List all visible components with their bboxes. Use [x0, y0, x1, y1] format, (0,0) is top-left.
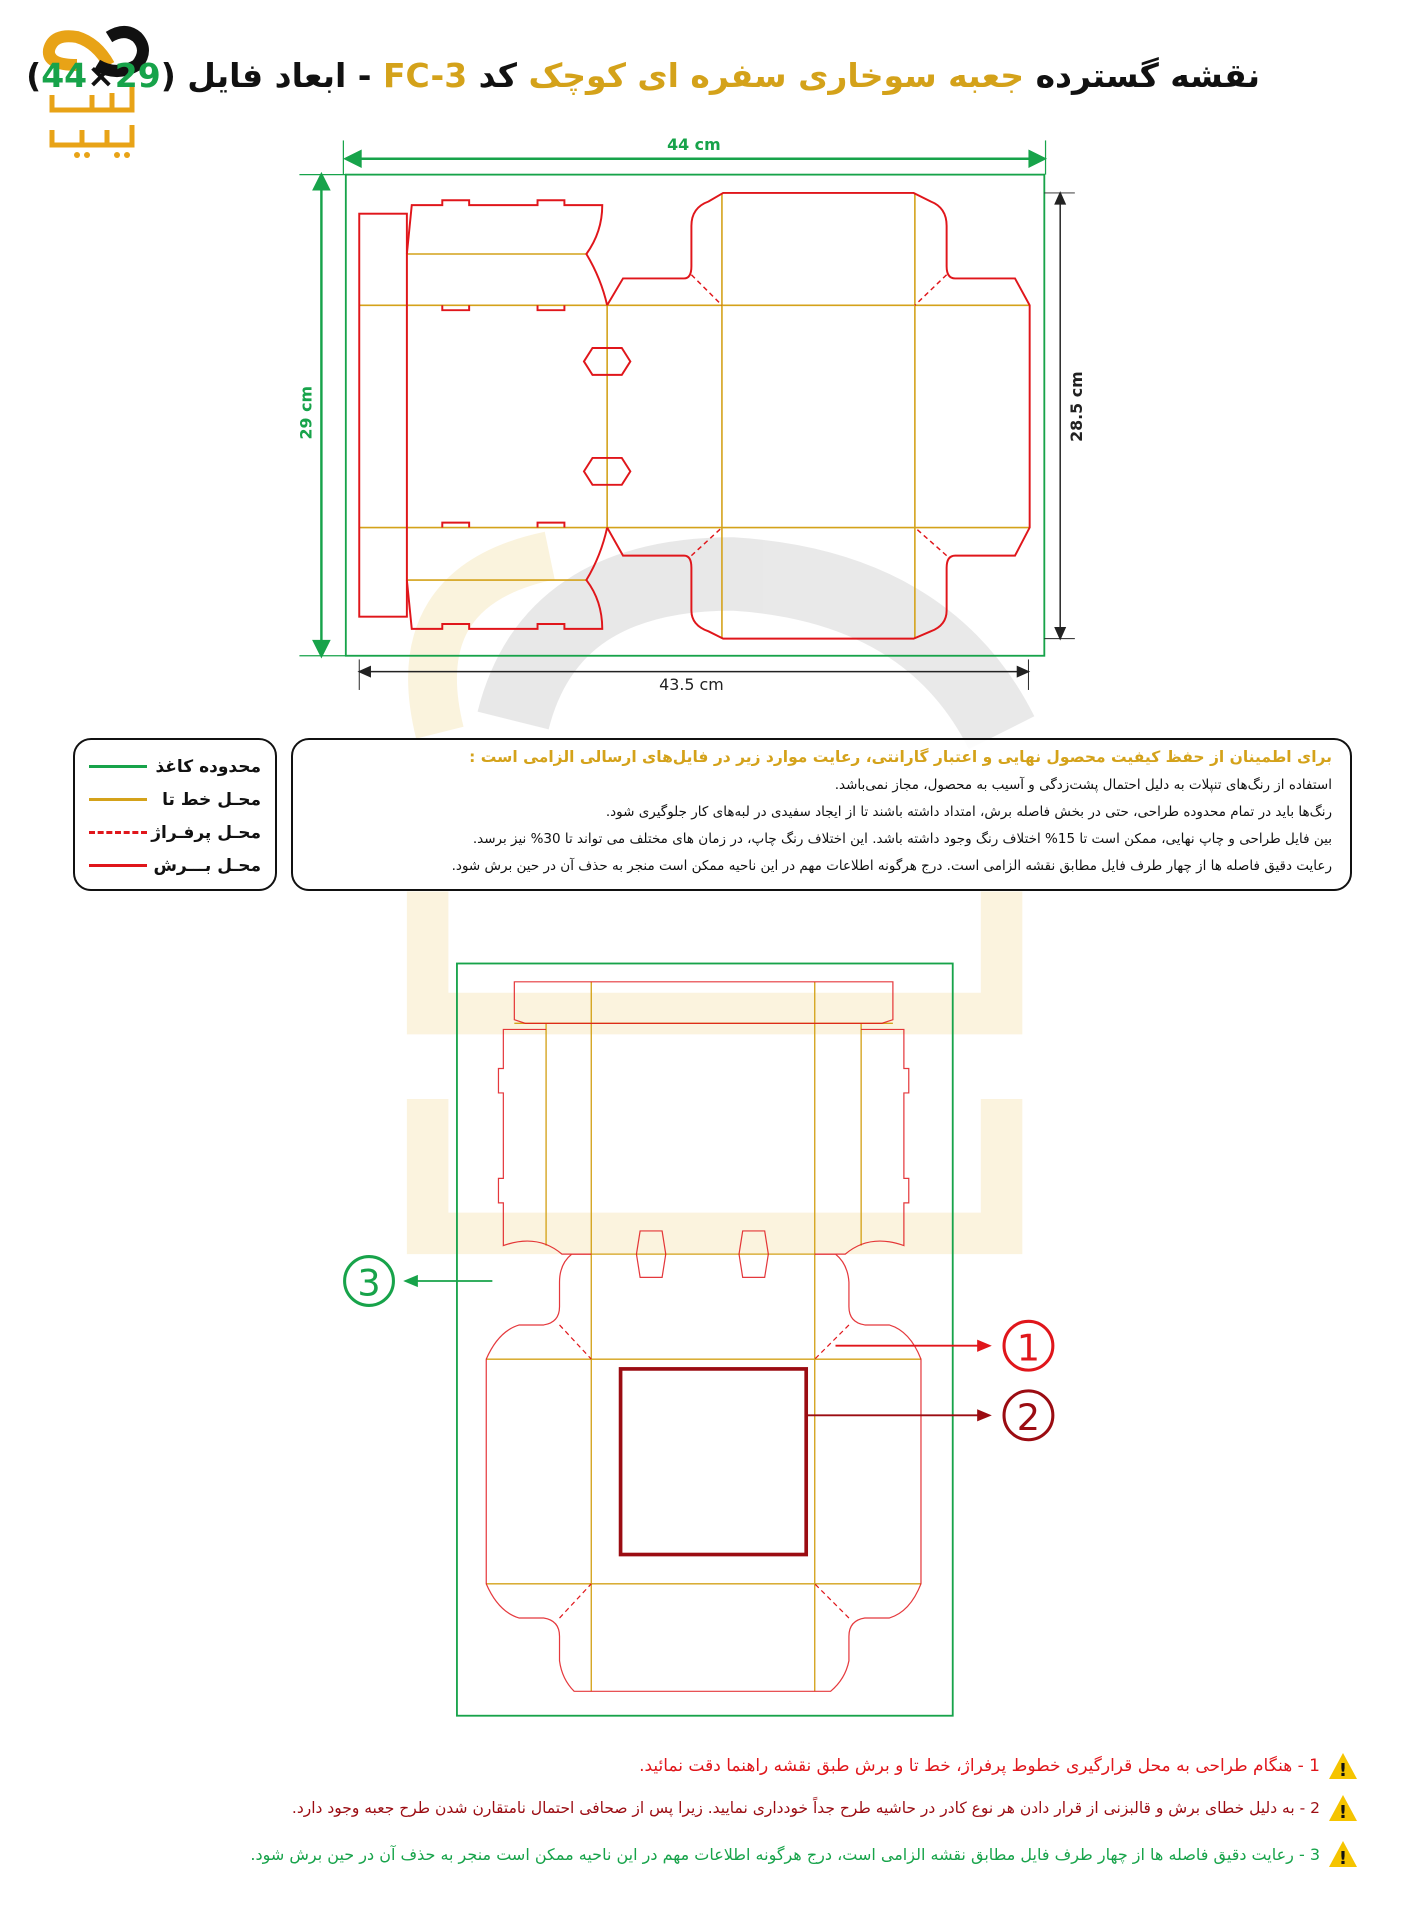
top-diagram: 44 cm 29 cm 28.5 cm 43.5 cm — [297, 135, 1087, 694]
brand-logo — [42, 26, 149, 158]
bottom-note-1: ! 1 - هنگام طراحی به محل قرارگیری خطوط پ… — [639, 1752, 1358, 1780]
watermark-logo — [406, 531, 1035, 1255]
title-dims-label: - ابعاد فایل ( — [160, 56, 372, 95]
callout-number-1: 1 — [1017, 1326, 1040, 1369]
title-product: جعبه سوخاری سفره ای کوچک — [528, 56, 1025, 95]
cut-lines — [358, 191, 1031, 640]
svg-text:!: ! — [1339, 1848, 1347, 1868]
legend-label: محـل خط تا — [162, 789, 261, 810]
requirements-box: برای اطمینان از حفظ کیفیت محصول نهایی و … — [291, 738, 1352, 891]
legend-swatch — [89, 798, 147, 801]
warning-icon: ! — [1329, 1841, 1357, 1868]
legend-label: محـل بـــرش — [153, 855, 261, 876]
dim-top-label: 44 cm — [667, 135, 721, 154]
dimension-arrows — [299, 140, 1048, 659]
legend-item-paper: محدوده کاغذ — [89, 750, 261, 783]
dim-right-label: 28.5 cm — [1067, 371, 1086, 442]
legend: محدوده کاغذ محـل خط تا محـل پرفـراژ محـل… — [73, 738, 277, 891]
dim-bottom-label: 43.5 cm — [659, 675, 724, 694]
bottom-note-3: ! 3 - رعایت دقیق فاصله ها از چهار طرف فا… — [250, 1840, 1358, 1868]
dim-width: 44 — [41, 56, 88, 95]
title-code-label: کد — [478, 56, 517, 95]
warning-icon: ! — [1329, 1753, 1357, 1780]
legend-item-perforation: محـل پرفـراژ — [89, 816, 261, 849]
perforation-lines — [690, 274, 948, 557]
callout-number-3: 3 — [357, 1262, 380, 1305]
title-dims: 44×29 — [41, 56, 161, 95]
page-title: نقشه گسترده جعبه سوخاری سفره ای کوچک کد … — [26, 56, 1260, 95]
legend-swatch — [89, 864, 147, 867]
title-text: نقشه گسترده — [1035, 56, 1260, 95]
legend-item-cut: محـل بـــرش — [89, 849, 261, 882]
fold-lines-bottom — [486, 981, 921, 1692]
legend-label: محدوده کاغذ — [155, 756, 261, 777]
title-code: FC-3 — [382, 56, 468, 95]
dim-times: × — [87, 56, 115, 95]
legend-label: محـل پرفـراژ — [151, 822, 261, 843]
bottom-note-2: ! 2 - به دلیل خطای برش و قالبزنی از قرار… — [292, 1794, 1358, 1822]
warning-icon: ! — [1329, 1795, 1357, 1822]
requirements-heading: برای اطمینان از حفظ کیفیت محصول نهایی و … — [469, 748, 1332, 766]
bottom-note-text: 3 - رعایت دقیق فاصله ها از چهار طرف فایل… — [250, 1844, 1320, 1864]
legend-swatch — [89, 831, 147, 834]
dim-left-label: 29 cm — [297, 386, 316, 440]
inner-frame-example — [618, 1367, 809, 1557]
callout-number-2: 2 — [1017, 1396, 1040, 1439]
requirement-line: استفاده از رنگ‌های تنپلات به دلیل احتمال… — [834, 777, 1332, 793]
callout-3: 3 — [343, 1255, 493, 1307]
requirement-line: بین فایل طراحی و چاپ نهایی، ممکن است تا … — [472, 831, 1332, 847]
svg-text:!: ! — [1339, 1760, 1347, 1780]
cut-lines-bottom — [485, 981, 922, 1692]
callout-1: 1 — [835, 1319, 1055, 1372]
legend-swatch — [89, 765, 147, 768]
svg-text:!: ! — [1339, 1802, 1347, 1822]
requirement-line: رعایت دقیق فاصله ها از چهار طرف فایل مطا… — [451, 858, 1332, 874]
paper-boundary-bottom — [456, 962, 954, 1717]
bottom-note-text: 2 - به دلیل خطای برش و قالبزنی از قرار د… — [291, 1799, 1320, 1817]
paper-boundary — [344, 173, 1046, 657]
bottom-note-text: 1 - هنگام طراحی به محل قرارگیری خطوط پرف… — [639, 1756, 1320, 1776]
requirement-line: رنگ‌ها باید در تمام محدوده طراحی، حتی در… — [605, 804, 1332, 820]
title-close: ) — [26, 56, 42, 95]
callout-2: 2 — [806, 1389, 1055, 1442]
legend-item-fold: محـل خط تا — [89, 783, 261, 816]
dim-height: 29 — [114, 56, 161, 95]
bottom-diagram: 1 2 3 — [343, 962, 1055, 1717]
